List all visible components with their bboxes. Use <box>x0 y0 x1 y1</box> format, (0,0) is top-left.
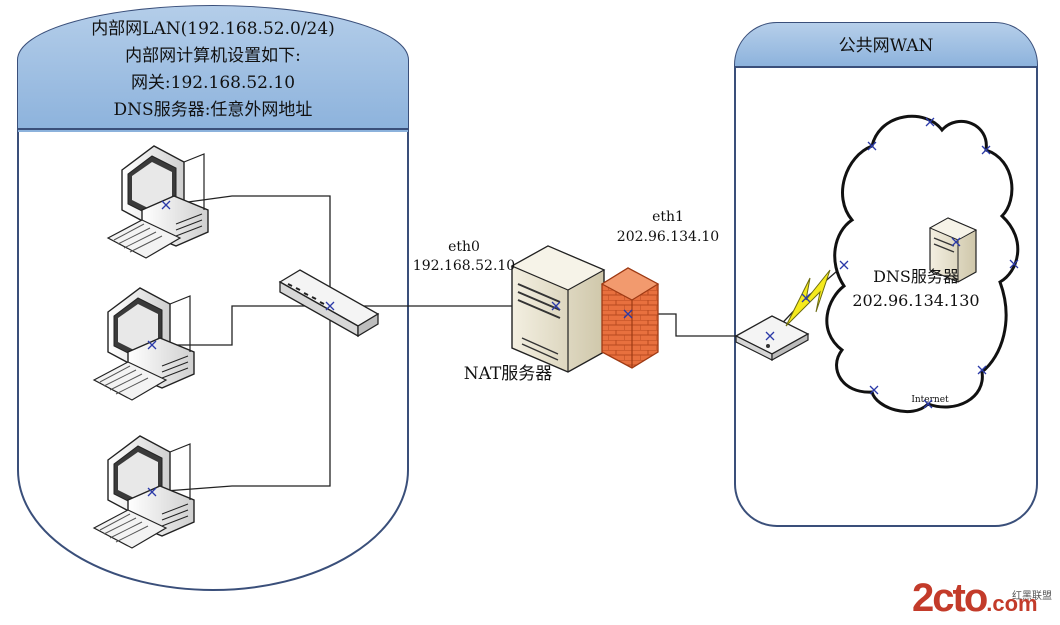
lan-zone: 内部网LAN(192.168.52.0/24) 内部网计算机设置如下: 网关:1… <box>17 5 409 591</box>
wan-title: 公共网WAN <box>839 36 934 56</box>
router-icon <box>734 315 810 362</box>
dns-server-icon <box>928 217 978 283</box>
switch-icon <box>278 269 380 338</box>
eth0-label: eth0 <box>448 239 480 255</box>
eth1-ip-label: 202.96.134.10 <box>617 229 719 245</box>
internet-label: Internet <box>911 395 949 405</box>
dns-server-label: DNS服务器 <box>873 267 959 286</box>
lan-title-line2: 内部网计算机设置如下: <box>125 46 301 66</box>
watermark-sub: 红黑联盟 <box>1012 591 1052 602</box>
link-pc1-switch <box>165 195 331 305</box>
wireless-link-icon <box>785 269 831 327</box>
link-pc3-switch <box>151 306 331 493</box>
lan-title-line3: 网关:192.168.52.10 <box>131 73 295 93</box>
nat-server-icon <box>510 245 606 373</box>
nat-server-label: NAT服务器 <box>464 364 553 384</box>
eth0-ip-label: 192.168.52.10 <box>413 258 515 274</box>
firewall-icon <box>600 267 660 369</box>
lan-title-line1: 内部网LAN(192.168.52.0/24) <box>91 19 335 39</box>
lan-title-line4: DNS服务器:任意外网地址 <box>114 100 313 120</box>
connection-markers <box>147 117 1019 497</box>
internet-cloud-icon: Internet <box>825 114 1020 414</box>
link-pc2-switch <box>152 305 330 346</box>
watermark-main: 2cto.com <box>912 576 1038 620</box>
watermark-logo: 2cto.com 红黑联盟 <box>912 578 1052 621</box>
dns-server-ip-label: 202.96.134.130 <box>852 291 979 310</box>
eth1-label: eth1 <box>652 209 684 225</box>
